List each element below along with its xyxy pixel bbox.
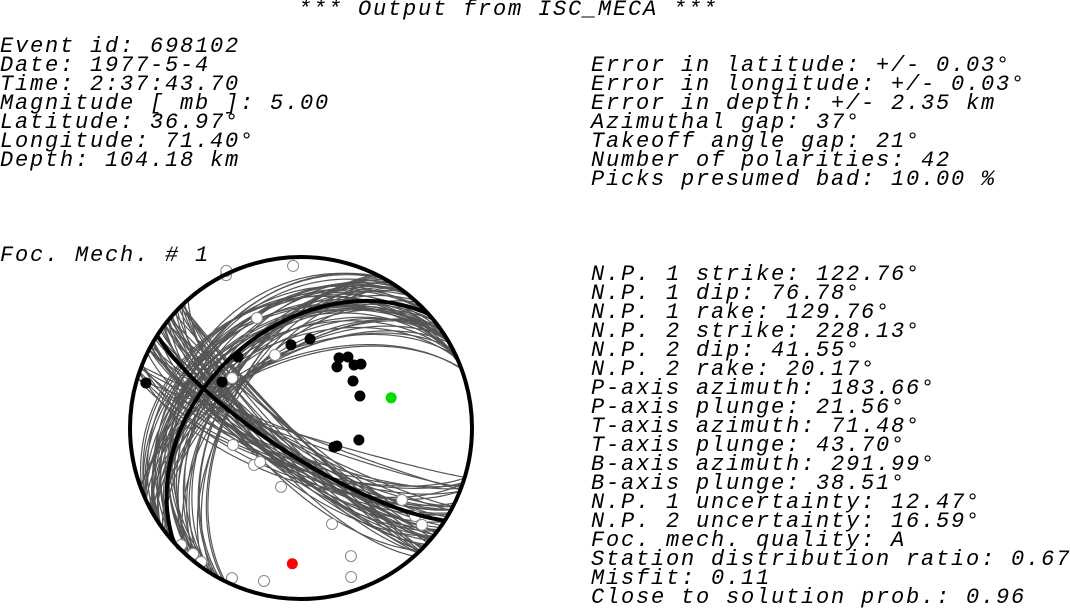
location-quality-info: Error in latitude: +/- 0.03°Error in lon… xyxy=(591,53,1027,192)
uncertainty-plane xyxy=(150,306,449,515)
mechanism-info-line: T-axis azimuth: 71.48° xyxy=(591,414,922,439)
event-info-line: Latitude: 36.97° xyxy=(0,110,241,135)
dilatation-point xyxy=(268,348,281,361)
mechanism-info-line: P-axis plunge: 21.56° xyxy=(591,395,907,420)
dilatation-point xyxy=(257,574,270,587)
uncertainty-plane xyxy=(164,318,438,532)
uncertainty-plane xyxy=(205,275,379,581)
uncertainty-planes xyxy=(137,272,465,582)
mechanism-info-line: T-axis plunge: 43.70° xyxy=(591,433,907,458)
uncertainty-plane xyxy=(144,326,458,498)
mechanism-title: Foc. Mech. # 1 xyxy=(0,243,211,268)
principal-axes xyxy=(286,392,397,570)
compression-point xyxy=(216,376,228,388)
event-info-line: Longitude: 71.40° xyxy=(0,129,256,154)
mechanism-info-line: Foc. mech. quality: A xyxy=(591,528,907,553)
dilatation-point xyxy=(345,571,358,584)
quality-info-line: Number of polarities: 42 xyxy=(591,148,952,173)
dilatation-point xyxy=(395,494,408,507)
uncertainty-plane xyxy=(168,319,434,538)
nodal-planes xyxy=(155,298,446,543)
uncertainty-plane xyxy=(140,368,462,488)
polarities xyxy=(140,259,428,587)
event-info-line: Magnitude [ mb ]: 5.00 xyxy=(0,91,331,116)
dilatation-point xyxy=(344,550,357,563)
event-info-line: Depth: 104.18 km xyxy=(0,148,241,173)
compression-point xyxy=(285,339,297,351)
dilatation-point xyxy=(287,259,300,272)
mechanism-info-line: Station distribution ratio: 0.67 xyxy=(591,547,1070,572)
compression-point xyxy=(333,352,345,364)
mechanism-info-line: N.P. 2 dip: 41.55° xyxy=(591,338,862,363)
uncertainty-plane xyxy=(169,274,386,578)
compression-point xyxy=(140,377,152,389)
compression-point xyxy=(355,358,367,370)
dilatation-point xyxy=(226,372,239,385)
quality-info-line: Takeoff angle gap: 21° xyxy=(591,129,922,154)
compression-point xyxy=(354,390,366,402)
uncertainty-plane xyxy=(142,295,457,500)
net-boundary xyxy=(128,255,474,601)
compression-point xyxy=(331,440,343,452)
uncertainty-plane xyxy=(157,334,445,523)
p-axis-point xyxy=(286,558,298,570)
quality-info-line: Azimuthal gap: 37° xyxy=(591,110,862,135)
page-title: *** Output from ISC_MECA *** xyxy=(298,0,719,22)
mechanism-info-line: B-axis plunge: 38.51° xyxy=(591,471,907,496)
mechanism-info-line: N.P. 2 rake: 20.17° xyxy=(591,357,877,382)
compression-point xyxy=(347,375,359,387)
quality-info-line: Error in depth: +/- 2.35 km xyxy=(591,91,997,116)
uncertainty-plane xyxy=(200,280,390,575)
dilatation-point xyxy=(250,311,263,324)
uncertainty-plane xyxy=(167,278,399,570)
dilatation-point xyxy=(254,455,267,468)
mechanism-info-line: Close to solution prob.: 0.96 xyxy=(591,585,1027,610)
mechanism-info-line: P-axis azimuth: 183.66° xyxy=(591,376,937,401)
mechanism-info-line: N.P. 1 strike: 122.76° xyxy=(591,262,922,287)
t-axis-point xyxy=(385,392,397,404)
quality-info-line: Picks presumed bad: 10.00 % xyxy=(591,167,997,192)
mechanism-info: N.P. 1 strike: 122.76°N.P. 1 dip: 76.78°… xyxy=(591,262,1070,610)
compression-point xyxy=(304,333,316,345)
event-info-line: Date: 1977-5-4 xyxy=(0,53,211,78)
compression-point xyxy=(331,361,343,373)
compression-point xyxy=(353,434,365,446)
nodal-plane-2 xyxy=(164,298,430,543)
nodal-plane-1 xyxy=(155,334,446,523)
mechanism-info-line: B-axis azimuth: 291.99° xyxy=(591,452,937,477)
mechanism-info-line: N.P. 1 dip: 76.78° xyxy=(591,281,862,306)
quality-info-line: Error in latitude: +/- 0.03° xyxy=(591,53,1012,78)
uncertainty-plane xyxy=(148,332,453,508)
dilatation-point xyxy=(275,480,288,493)
quality-info-line: Error in longitude: +/- 0.03° xyxy=(591,72,1027,97)
mechanism-info-line: N.P. 2 strike: 228.13° xyxy=(591,319,922,344)
compression-point xyxy=(342,351,354,363)
dilatation-point xyxy=(226,438,239,451)
mechanism-info-line: N.P. 1 rake: 129.76° xyxy=(591,300,892,325)
event-info-line: Time: 2:37:43.70 xyxy=(0,72,241,97)
event-info-line: Event id: 698102 xyxy=(0,34,241,59)
uncertainty-plane xyxy=(139,295,461,492)
uncertainty-plane xyxy=(154,285,429,543)
mechanism-info-line: Misfit: 0.11 xyxy=(591,566,772,591)
uncertainty-plane xyxy=(162,318,440,529)
mechanism-info-line: N.P. 2 uncertainty: 16.59° xyxy=(591,509,982,534)
dilatation-point xyxy=(326,517,339,530)
mechanism-info-line: N.P. 1 uncertainty: 12.47° xyxy=(591,490,982,515)
dilatation-point xyxy=(415,518,428,531)
